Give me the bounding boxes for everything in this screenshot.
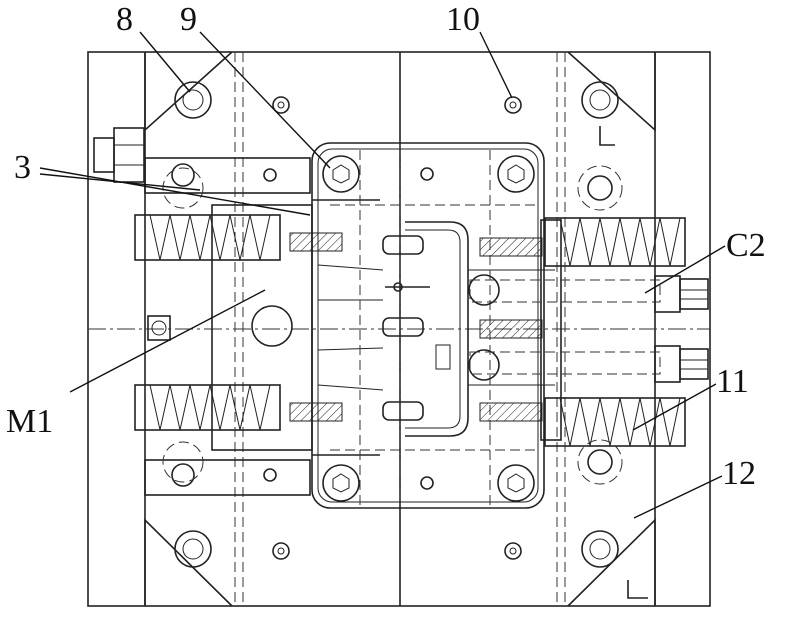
- label-12: 12: [722, 455, 756, 492]
- hex-bolt-left: [93, 127, 145, 183]
- label-3: 3: [14, 149, 31, 186]
- label-8: 8: [116, 1, 133, 38]
- right-spring-lower: [544, 397, 686, 447]
- label-10: 10: [446, 1, 480, 38]
- label-c2: C2: [726, 227, 766, 264]
- right-spring-upper: [544, 217, 686, 267]
- label-9: 9: [180, 1, 197, 38]
- cavity-insert: [311, 142, 545, 509]
- label-11: 11: [716, 363, 749, 400]
- left-clamp-bars: [144, 157, 311, 496]
- right-slide: [468, 219, 562, 441]
- guide-lines: [88, 52, 710, 606]
- cylinder-c2: [469, 275, 709, 383]
- left-spring-lower: [134, 384, 281, 431]
- label-m1: M1: [6, 403, 53, 440]
- left-spring-upper: [134, 214, 281, 261]
- slide-block-m1: [147, 199, 380, 456]
- right-clamp-bolts: [577, 165, 623, 485]
- leader-lines: [39, 31, 726, 519]
- corner-bolts: [174, 81, 619, 568]
- outer-plate: [87, 51, 711, 607]
